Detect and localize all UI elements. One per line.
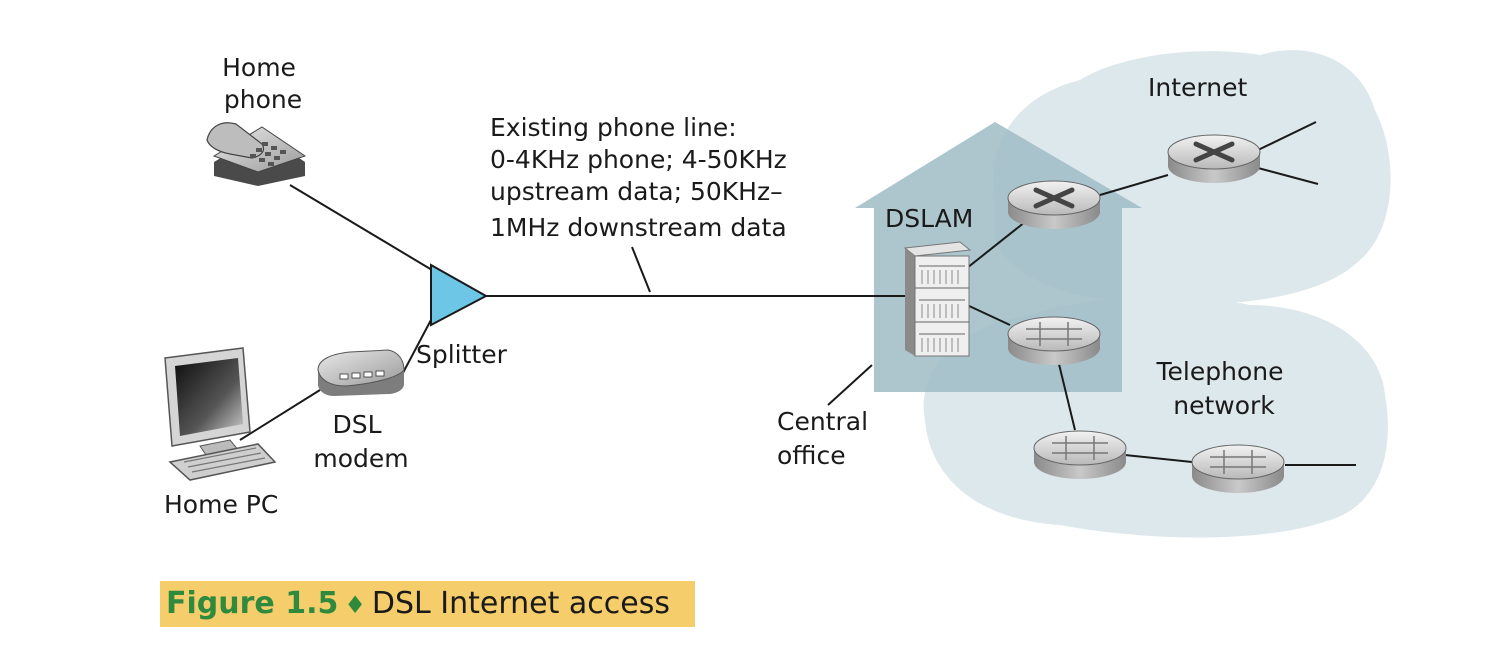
splitter-icon	[430, 263, 489, 327]
line-note-leader	[631, 246, 651, 293]
home-phone-label: Home phone	[222, 53, 304, 114]
telephone-switch-icon	[1007, 316, 1101, 365]
dslam-to-router-link	[966, 217, 1031, 269]
figure-caption: Figure 1.5♦DSL Internet access	[166, 584, 670, 625]
figure-title: DSL Internet access	[371, 586, 670, 621]
router-icon	[1167, 134, 1261, 183]
telephone-network-label: Telephone network	[1156, 357, 1292, 420]
caption-diamond-separator: ♦	[344, 591, 366, 619]
splitter-label: Splitter	[416, 340, 508, 369]
internet-out-link-2	[1257, 167, 1319, 185]
links	[239, 121, 1356, 466]
phone-line-note: Existing phone line: 0-4KHz phone; 4-50K…	[490, 113, 795, 242]
caption-background	[160, 581, 695, 627]
router-to-router-link	[1099, 174, 1169, 196]
dsl-modem-label: DSL modem	[313, 410, 408, 473]
telephone-switch-icon	[1191, 444, 1285, 493]
dsl-modem-icon	[317, 349, 405, 396]
figure-number: Figure 1.5	[166, 586, 339, 621]
router-icon	[1007, 180, 1101, 229]
phone-to-splitter-link	[289, 184, 433, 271]
dslam-icon	[903, 241, 972, 357]
central-office-label: Central office	[777, 407, 876, 470]
switch-to-switch-link-2	[1124, 454, 1193, 463]
home-pc-icon	[164, 347, 277, 481]
switch-to-switch-link	[1057, 359, 1076, 431]
home-pc-label: Home PC	[164, 490, 278, 519]
dslam-label: DSLAM	[885, 204, 973, 233]
central-office-leader	[827, 364, 873, 406]
telephone-switch-icon	[1033, 430, 1127, 479]
internet-out-link-1	[1257, 121, 1317, 151]
internet-label: Internet	[1148, 73, 1247, 102]
pc-to-modem-link	[239, 389, 321, 441]
dslam-to-switch-link	[966, 304, 1011, 326]
home-phone-icon	[206, 122, 307, 186]
